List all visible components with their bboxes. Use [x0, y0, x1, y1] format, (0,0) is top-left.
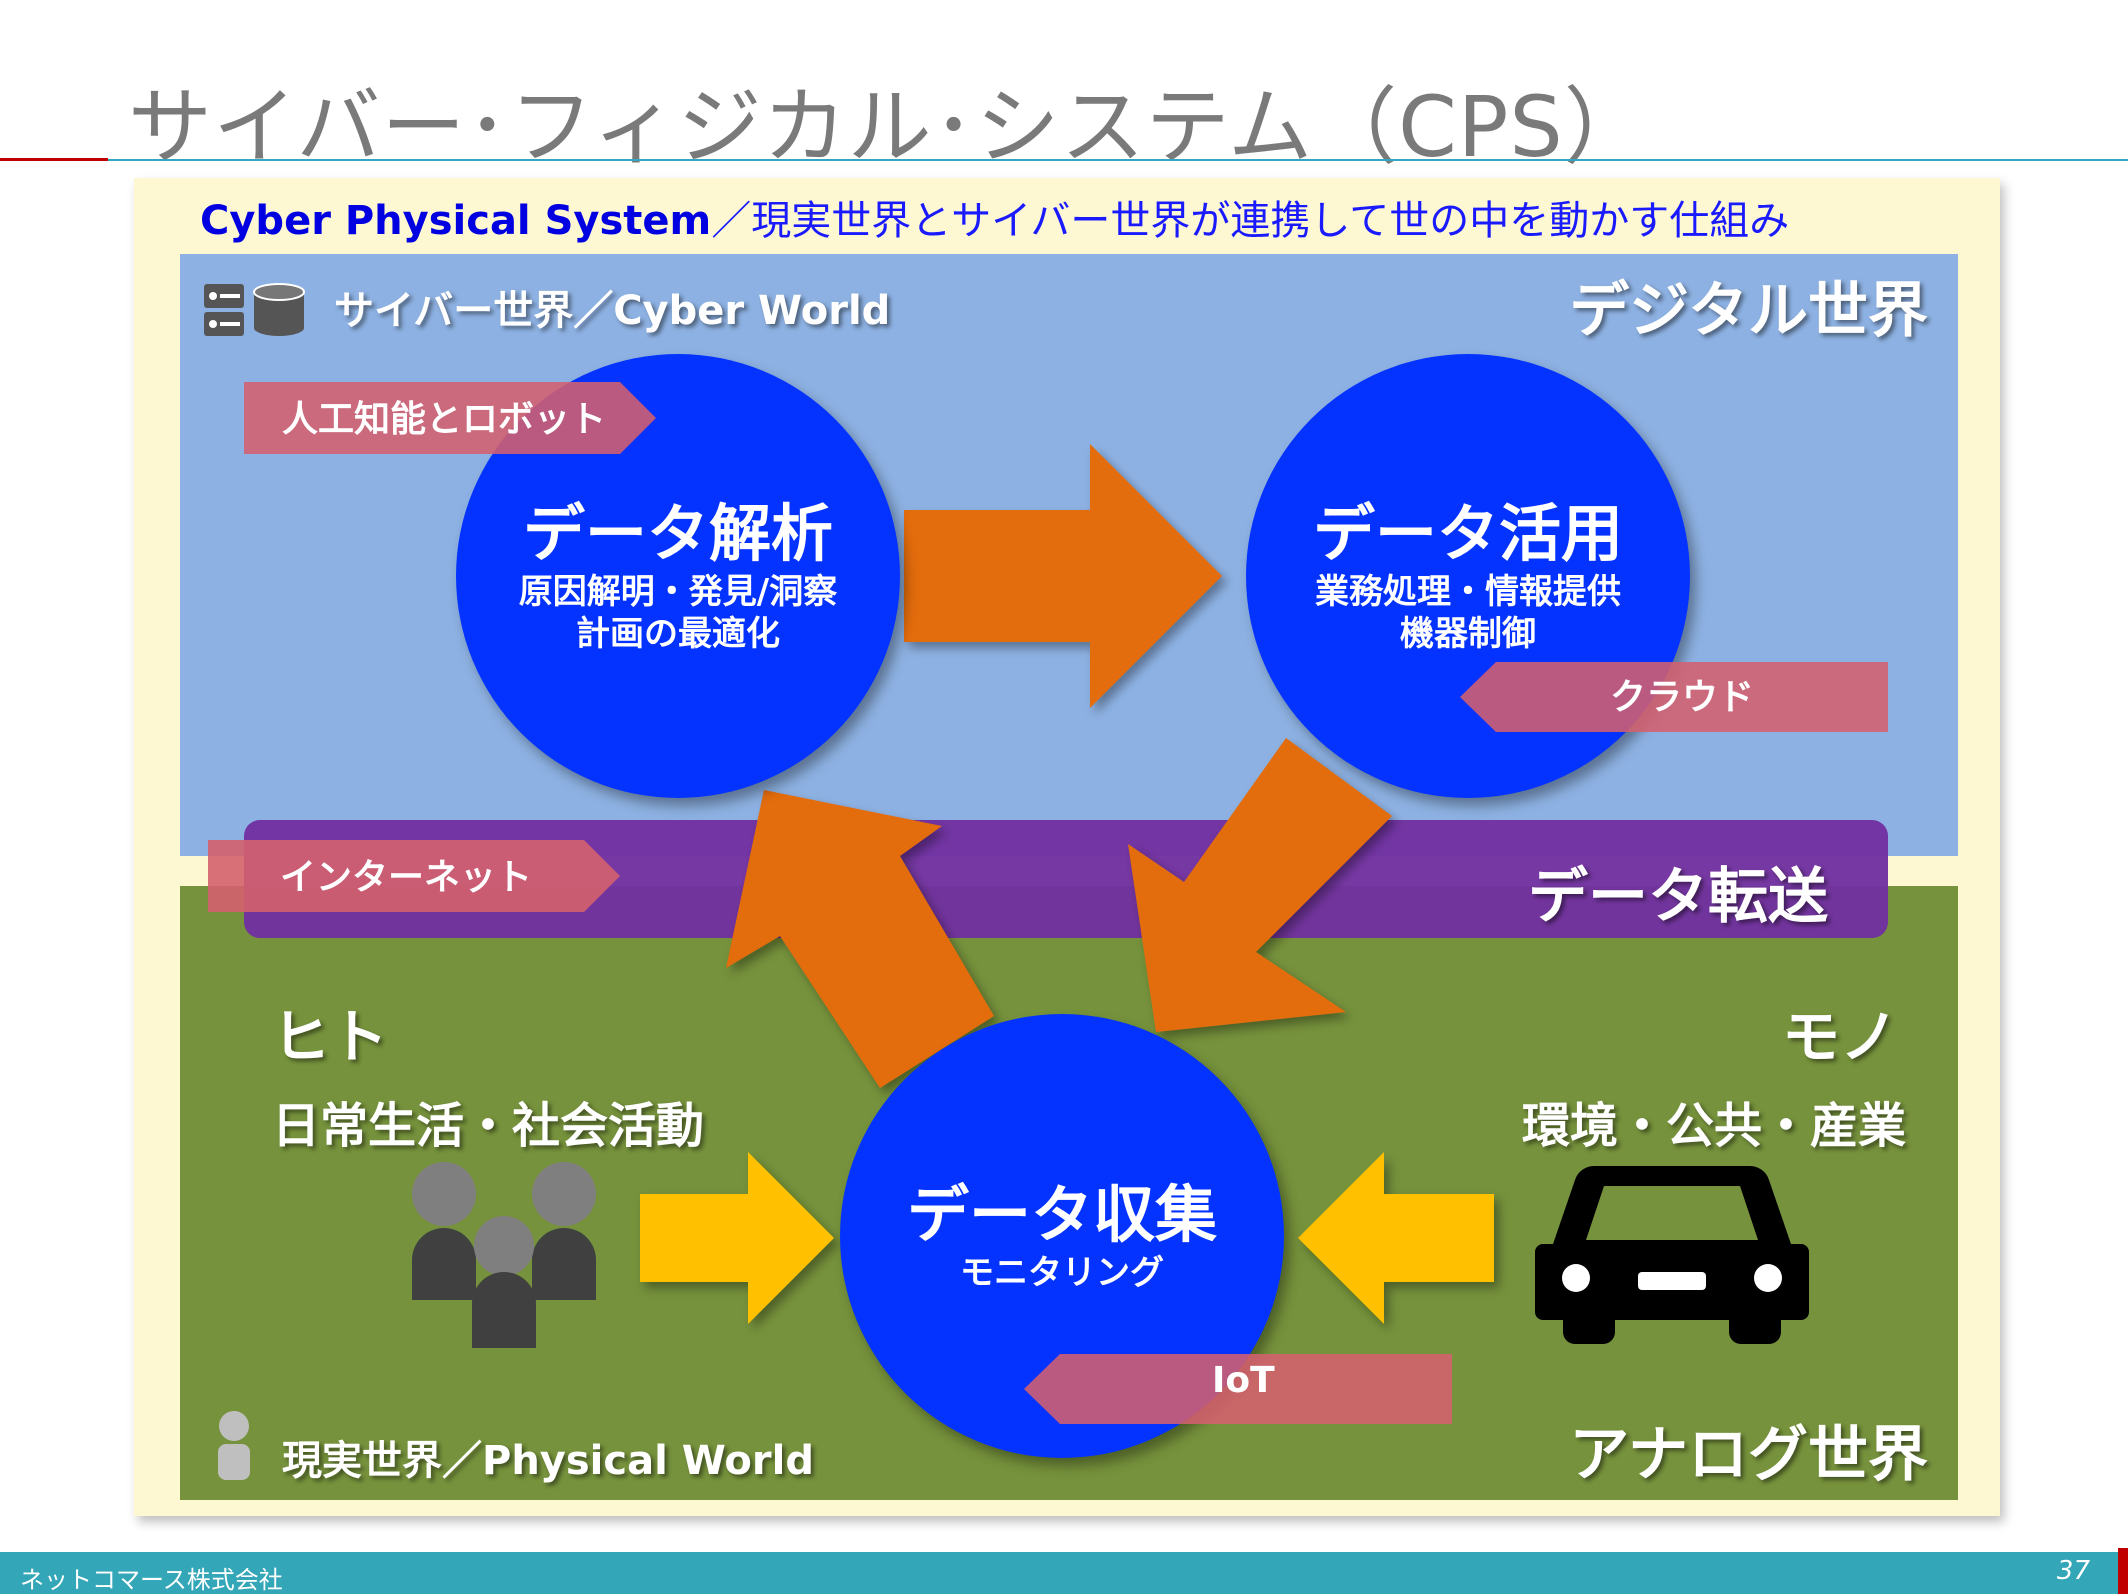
things-subtitle: 環境・公共・産業: [1521, 1098, 1906, 1154]
arrow-use-to-collect: [1128, 738, 1392, 1032]
digital-world-title: デジタル世界: [1569, 276, 1928, 346]
analog-world-title: アナログ世界: [1569, 1420, 1928, 1490]
people-group-icon: [412, 1162, 596, 1348]
data-analysis-line1: 原因解明・発見/洞察: [518, 572, 838, 612]
tag-cloud-label: クラウド: [1610, 677, 1755, 718]
page-number: 37: [2056, 1556, 2090, 1586]
footer-company: ネットコマース株式会社: [20, 1566, 283, 1594]
cyber-world-label: サイバー世界／Cyber World: [334, 288, 891, 334]
data-analysis-title: データ解析: [522, 497, 833, 570]
data-collect-line1: モニタリング: [960, 1253, 1164, 1293]
subtitle-rest: ／現実世界とサイバー世界が連携して世の中を動かす仕組み: [711, 198, 1790, 244]
tag-iot: [1024, 1354, 1452, 1424]
data-collect-title: データ収集: [906, 1178, 1217, 1251]
title-rule: [108, 159, 2128, 161]
data-use-line2: 機器制御: [1400, 614, 1536, 654]
physical-world-label: 現実世界／Physical World: [282, 1438, 814, 1484]
arrow-collect-to-analysis: [726, 790, 994, 1088]
footer-bar: [0, 1552, 2128, 1594]
tag-internet-label: インターネット: [280, 857, 533, 898]
data-use-title: データ活用: [1312, 497, 1623, 570]
footer-accent-mark: [2118, 1548, 2128, 1594]
data-analysis-line2: 計画の最適化: [576, 614, 780, 654]
data-transfer-label: データ転送: [1528, 862, 1828, 932]
title-rule-accent: [0, 158, 108, 161]
subtitle-bold: Cyber Physical System: [200, 198, 712, 244]
person-icon: [218, 1411, 250, 1480]
data-use-line1: 業務処理・情報提供: [1315, 572, 1621, 612]
arrow-analysis-to-use: [904, 444, 1222, 708]
server-database-icon: [204, 283, 305, 336]
tag-iot-label: IoT: [1212, 1360, 1275, 1401]
tag-cloud: [1460, 662, 1888, 732]
arrow-people-to-collect: [640, 1152, 834, 1324]
people-subtitle: 日常生活・社会活動: [272, 1098, 705, 1154]
things-title: モノ: [1781, 1003, 1898, 1071]
diagram-subtitle: Cyber Physical System／現実世界とサイバー世界が連携して世の…: [200, 188, 1789, 246]
tag-ai-robot-label: 人工知能とロボット: [282, 399, 607, 440]
tag-ai-robot: [244, 382, 656, 454]
car-icon: [1535, 1166, 1809, 1344]
people-title: ヒト: [272, 1003, 389, 1071]
tag-internet: [208, 840, 620, 912]
arrow-things-to-collect: [1298, 1152, 1494, 1324]
